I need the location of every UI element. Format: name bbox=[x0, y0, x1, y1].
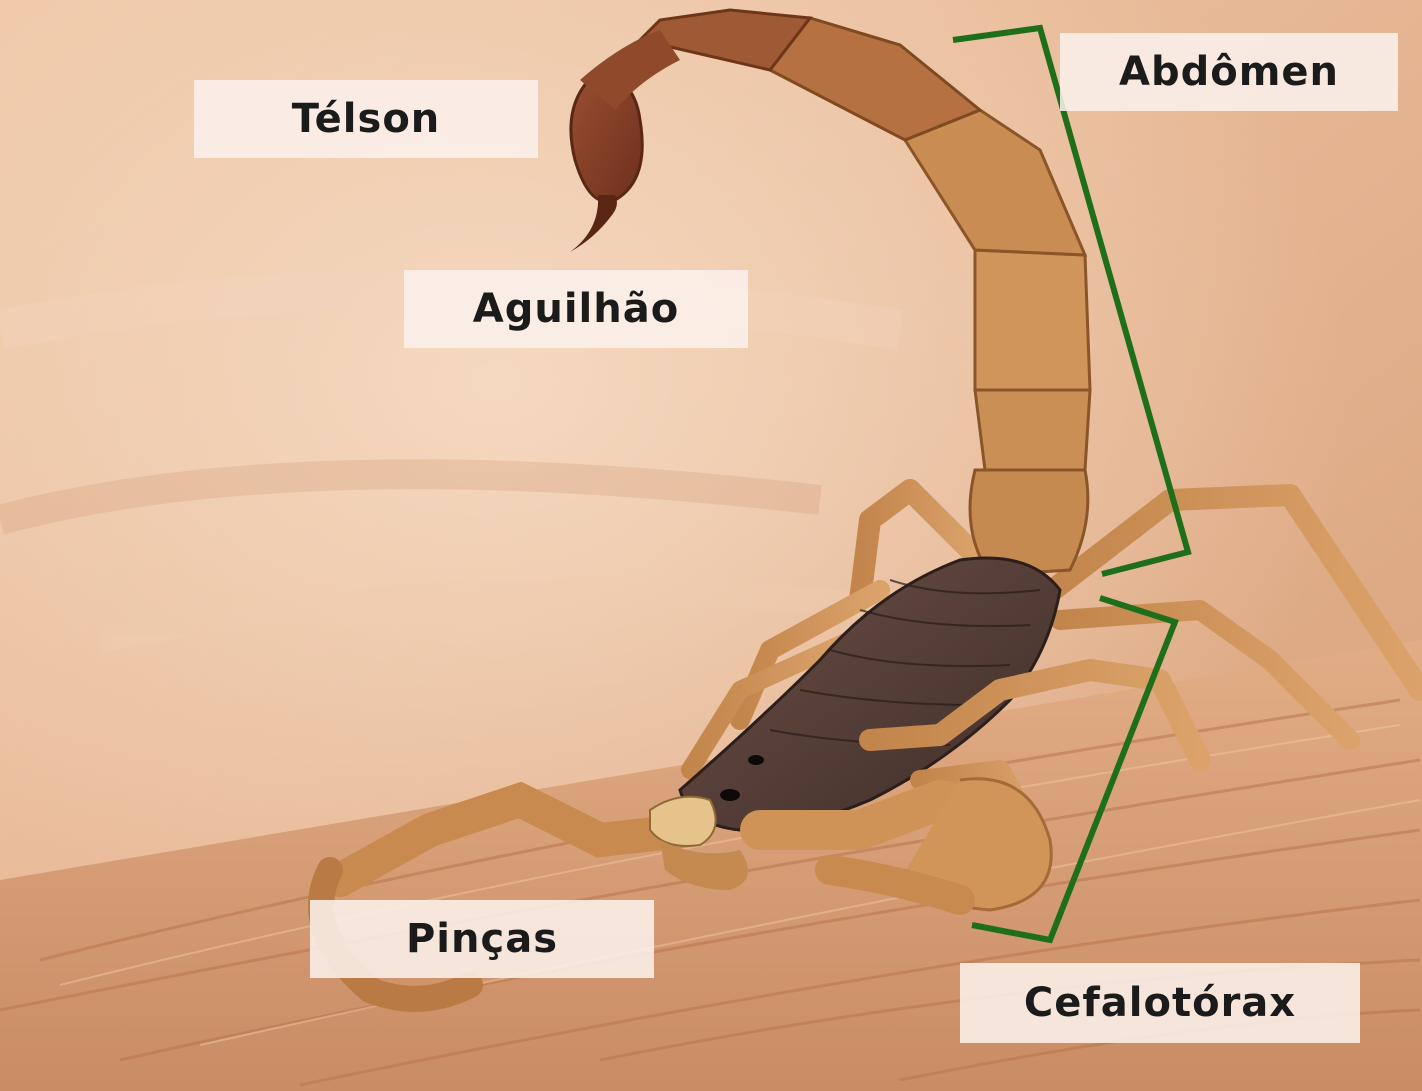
label-abdomen: Abdômen bbox=[1060, 33, 1398, 111]
label-pincas: Pinças bbox=[310, 900, 654, 978]
label-telson: Télson bbox=[194, 80, 538, 158]
label-aguilhao: Aguilhão bbox=[404, 270, 748, 348]
label-cefalotorax: Cefalotórax bbox=[960, 963, 1360, 1043]
